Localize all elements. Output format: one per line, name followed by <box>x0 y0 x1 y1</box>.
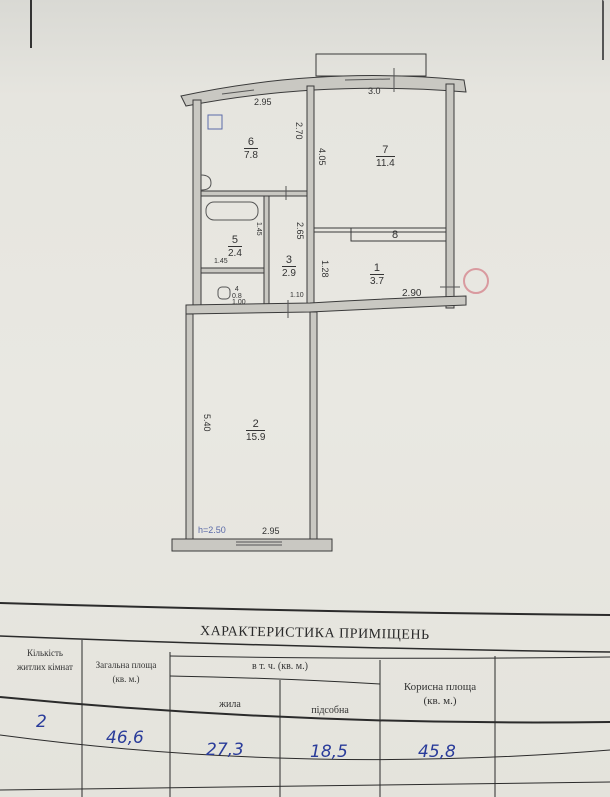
dim-kitchen-width: 2.95 <box>254 97 272 107</box>
value-useful-area: 45,8 <box>418 742 456 762</box>
margin-line <box>30 0 32 48</box>
room-4-label: 4 0.8 <box>232 286 242 300</box>
room-7-label: 7 11.4 <box>376 144 395 169</box>
room-2-label: 2 15.9 <box>246 418 266 443</box>
dim-wc-width: 1.00 <box>232 299 246 306</box>
page-edge <box>602 0 604 60</box>
header-total-area: Загальна площа (кв. м.) <box>95 660 157 684</box>
header-rooms-count: Кількість житлих кімнат <box>17 648 73 672</box>
value-rooms-count: 2 <box>36 712 47 732</box>
room-5-label: 5 2.4 <box>228 234 242 259</box>
room-6-label: 6 7.8 <box>244 136 258 161</box>
header-auxiliary: підсобна <box>311 705 349 716</box>
value-living: 27,3 <box>206 740 244 760</box>
value-auxiliary: 18,5 <box>310 742 348 762</box>
header-including: в т. ч. (кв. м.) <box>252 661 308 672</box>
header-living: жила <box>219 699 241 710</box>
dim-corridor-small: 1.10 <box>290 292 304 299</box>
room-3-label: 3 2.9 <box>282 254 296 279</box>
room-1-label: 1 3.7 <box>370 262 384 287</box>
dim-room2-width: 2.95 <box>262 526 280 536</box>
ceiling-height: h=2.50 <box>198 525 226 535</box>
value-total-area: 46,6 <box>106 728 144 748</box>
header-useful-area: Корисна площа (кв. м.) <box>403 681 477 707</box>
red-circle-mark <box>463 268 489 294</box>
dim-bath-width: 1.45 <box>214 258 228 265</box>
dim-room7-width: 3.0 <box>368 86 381 96</box>
dim-hall-width: 2.90 <box>402 288 422 299</box>
room-8-label: 8 <box>392 229 399 241</box>
